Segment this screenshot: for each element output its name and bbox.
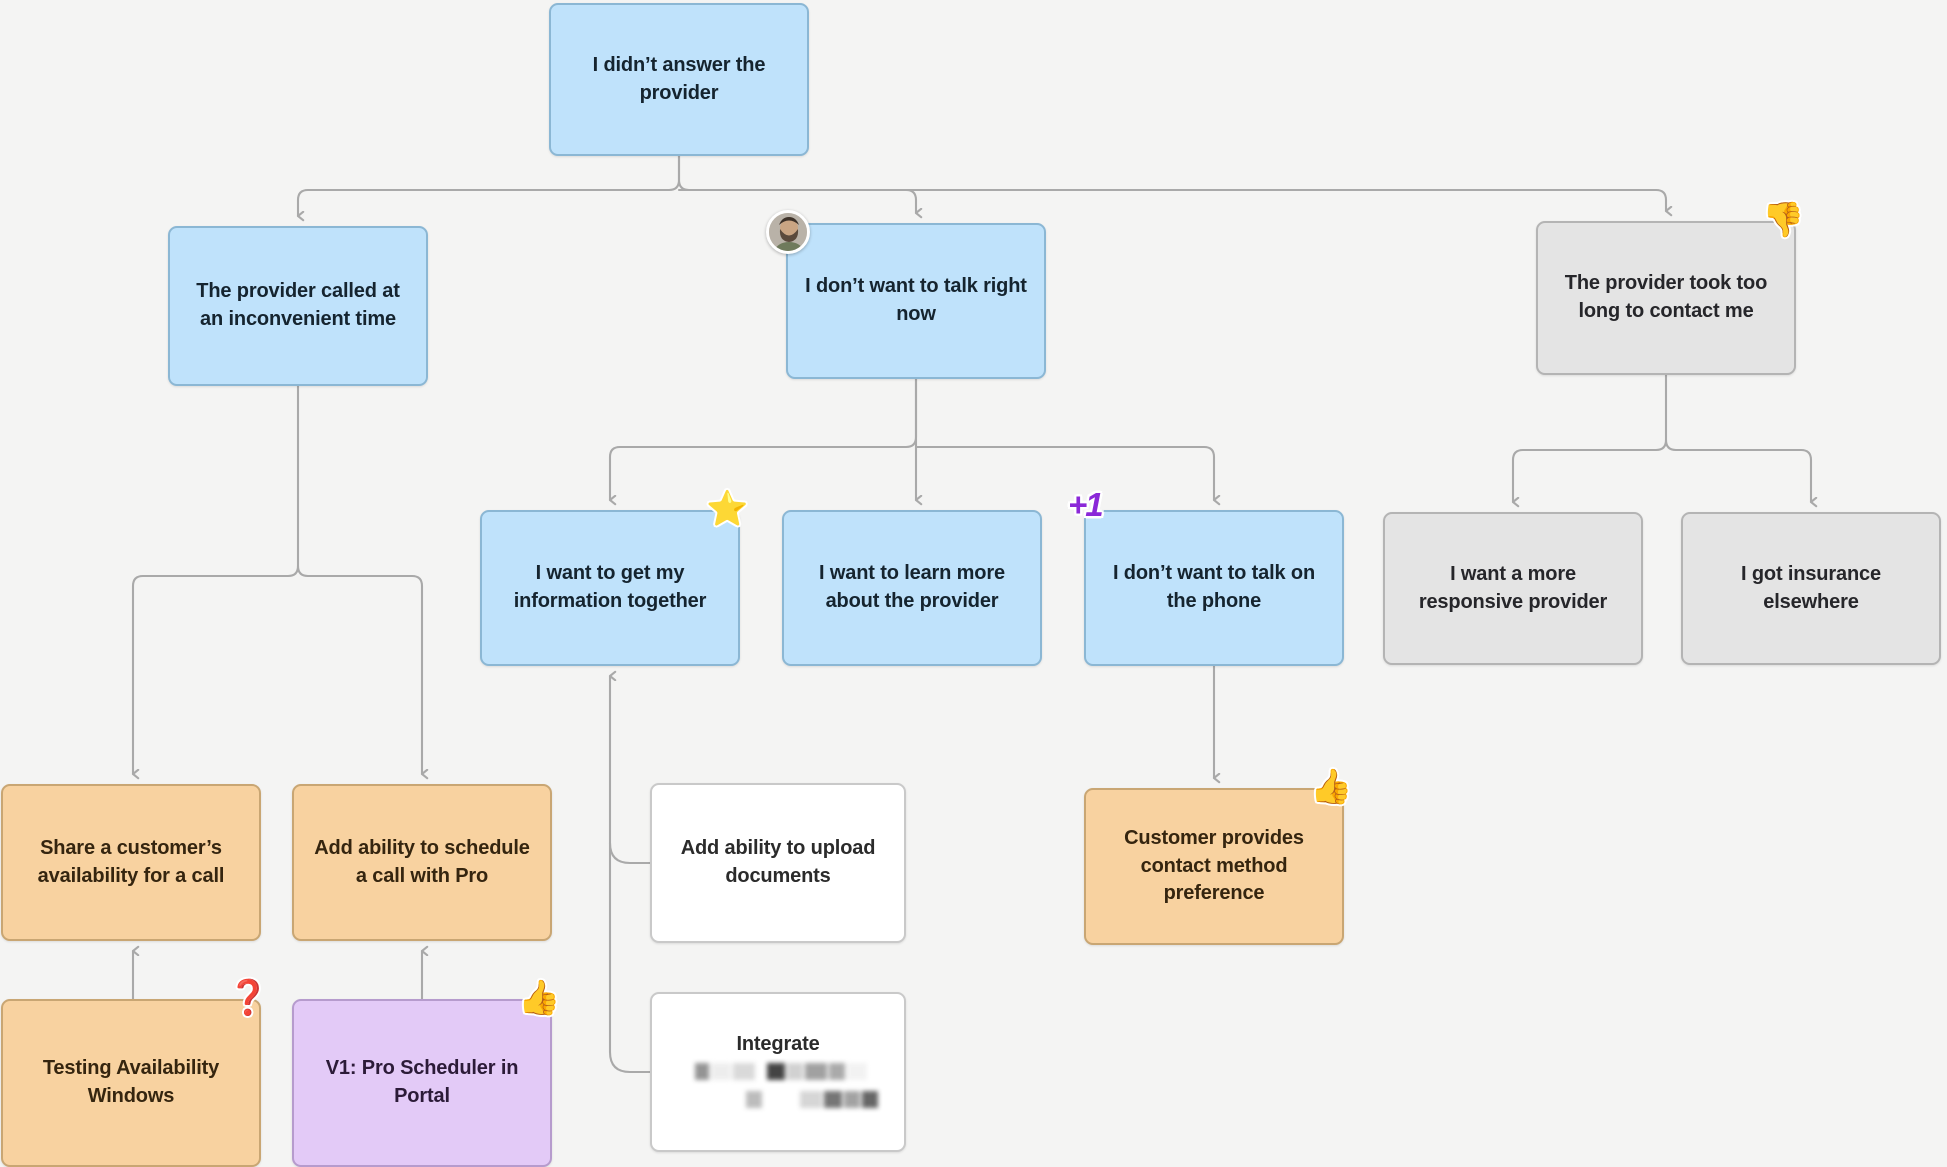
edge-root-to-called-inconvenient bbox=[298, 154, 681, 216]
edge-too-long-to-insurance-elsewhere bbox=[1664, 438, 1811, 502]
edge-too-long-to-more-responsive bbox=[1513, 373, 1668, 502]
node-label: The provider called at an inconvenient t… bbox=[196, 280, 400, 330]
edge-talk-now-to-get-info bbox=[610, 377, 918, 500]
node-upload-documents[interactable]: Add ability to upload documents bbox=[650, 783, 906, 943]
node-took-too-long[interactable]: The provider took too long to contact me bbox=[1536, 221, 1796, 375]
node-label: The provider took too long to contact me bbox=[1564, 272, 1768, 322]
node-label: Share a customer’s availability for a ca… bbox=[37, 836, 225, 887]
edge-root-to-dont-want-talk-now bbox=[677, 154, 916, 213]
node-get-info-together[interactable]: I want to get my information together bbox=[480, 510, 740, 666]
node-label: I want to get my information together bbox=[513, 562, 707, 612]
node-learn-more-provider[interactable]: I want to learn more about the provider bbox=[782, 510, 1042, 666]
node-label: Add ability to schedule a call with Pro bbox=[314, 836, 530, 887]
node-called-inconvenient[interactable]: The provider called at an inconvenient t… bbox=[168, 226, 428, 386]
node-label: I got insurance elsewhere bbox=[1741, 562, 1881, 613]
thumbs-up-badge[interactable]: 👍 bbox=[518, 979, 561, 1017]
user-avatar-badge[interactable] bbox=[766, 210, 810, 254]
node-pro-scheduler-portal[interactable]: V1: Pro Scheduler in Portal bbox=[292, 999, 552, 1167]
node-label: I want a more responsive provider bbox=[1418, 562, 1608, 613]
thumbs-up-badge[interactable]: 👍 bbox=[1310, 768, 1353, 806]
plus-one-badge[interactable]: +1 bbox=[1068, 486, 1104, 523]
node-dont-want-talk-now[interactable]: I don’t want to talk right now bbox=[786, 223, 1046, 379]
node-label: I want to learn more about the provider bbox=[819, 562, 1005, 612]
node-schedule-call-pro[interactable]: Add ability to schedule a call with Pro bbox=[292, 784, 552, 941]
node-label: Add ability to upload documents bbox=[680, 837, 876, 887]
edge-root-to-took-too-long bbox=[677, 188, 1666, 211]
node-label: V1: Pro Scheduler in Portal bbox=[325, 1057, 519, 1107]
thumbs-down-badge[interactable]: 👎 bbox=[1762, 201, 1805, 239]
node-label: Integrate bbox=[736, 1032, 820, 1055]
edge-upload-documents-to-get-info bbox=[608, 676, 652, 865]
node-root[interactable]: I didn’t answer the provider bbox=[549, 3, 809, 156]
question-mark-badge[interactable]: ❓ bbox=[227, 979, 270, 1017]
edge-called-to-share-availability bbox=[133, 384, 300, 774]
node-insurance-elsewhere[interactable]: I got insurance elsewhere bbox=[1681, 512, 1941, 665]
node-label: Customer provides contact method prefere… bbox=[1124, 827, 1304, 905]
edge-integrate-to-get-info bbox=[608, 841, 652, 1074]
node-label: I don’t want to talk on the phone bbox=[1112, 562, 1316, 612]
node-label: I don’t want to talk right now bbox=[805, 275, 1027, 325]
node-share-availability[interactable]: Share a customer’s availability for a ca… bbox=[1, 784, 261, 941]
node-label: I didn’t answer the provider bbox=[592, 53, 766, 104]
node-integrate-redacted[interactable]: Integrate bbox=[650, 992, 906, 1152]
redacted-text bbox=[683, 1058, 879, 1113]
node-more-responsive[interactable]: I want a more responsive provider bbox=[1383, 512, 1643, 665]
node-testing-availability[interactable]: Testing Availability Windows bbox=[1, 999, 261, 1167]
avatar-photo bbox=[769, 213, 807, 251]
node-not-on-phone[interactable]: I don’t want to talk on the phone bbox=[1084, 510, 1344, 666]
edge-called-to-schedule-call-pro bbox=[296, 564, 422, 774]
edge-talk-now-to-not-on-phone bbox=[914, 445, 1214, 500]
node-label-wrap: Integrate bbox=[668, 1031, 888, 1114]
node-contact-method-pref[interactable]: Customer provides contact method prefere… bbox=[1084, 788, 1344, 945]
node-label: Testing Availability Windows bbox=[42, 1057, 220, 1107]
star-badge[interactable]: ⭐ bbox=[706, 490, 749, 528]
